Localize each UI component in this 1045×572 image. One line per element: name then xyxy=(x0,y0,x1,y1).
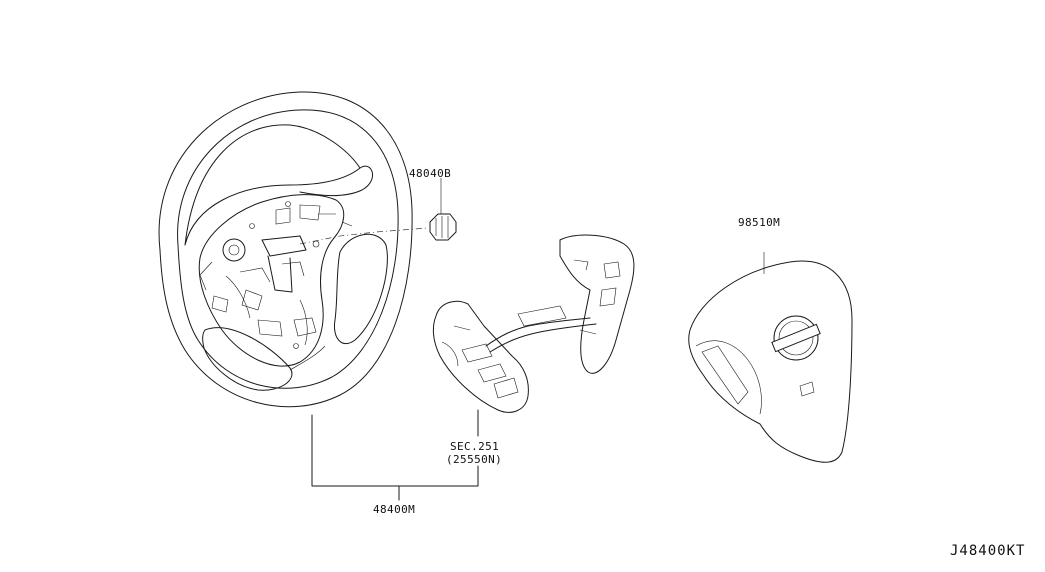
section-ref-label[interactable]: SEC.251 xyxy=(450,440,500,453)
switch-assembly-drawing xyxy=(432,234,635,413)
diagram-code: J48400KT xyxy=(950,543,1026,559)
screw-drawing xyxy=(429,178,457,241)
leader-lines xyxy=(311,409,479,501)
airbag-module-drawing xyxy=(688,252,853,463)
part-label-48400m[interactable]: 48400M xyxy=(373,503,416,516)
part-label-48040b[interactable]: 48040B xyxy=(409,167,452,180)
steering-wheel-drawing xyxy=(158,91,429,408)
part-label-98510m[interactable]: 98510M xyxy=(738,216,781,229)
section-ref-part-label[interactable]: (25550N) xyxy=(446,453,503,466)
